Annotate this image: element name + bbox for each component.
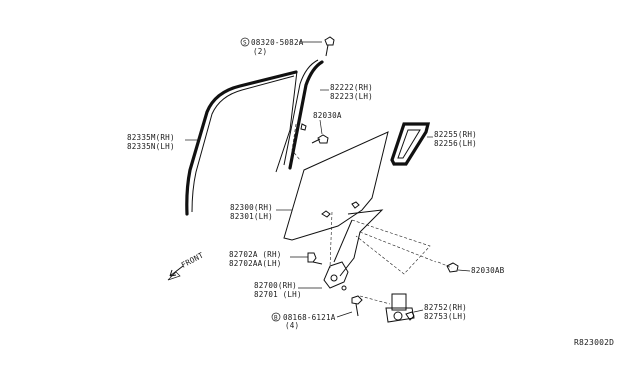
callout-door-glass: 82300(RH) 82301(LH) bbox=[230, 203, 292, 221]
callout-bolt-regulator: 82702A (RH) 82702AA(LH) bbox=[229, 250, 323, 268]
circled-s-icon bbox=[240, 37, 250, 47]
callout-bolt-top: S 08320-5082A (2) bbox=[240, 37, 322, 56]
bolt-top-part bbox=[324, 36, 335, 57]
callout-regulator: 82700(RH) 82701 (LH) bbox=[254, 281, 322, 299]
label-bolt-regulator-lh: 82702AA(LH) bbox=[229, 259, 282, 268]
callout-screw-ab: 82030AB bbox=[446, 262, 505, 275]
regulator-part bbox=[321, 201, 384, 291]
label-bolt-top-qty: (2) bbox=[253, 47, 267, 56]
weatherstrip-part bbox=[185, 70, 298, 216]
door-glass-part bbox=[283, 131, 389, 241]
label-door-glass-rh: 82300(RH) bbox=[230, 203, 273, 212]
label-screw-a: 82030A bbox=[313, 111, 342, 120]
label-screw-ab: 82030AB bbox=[471, 266, 505, 275]
svg-text:S: S bbox=[243, 40, 247, 47]
label-rear-channel-lh: 82223(LH) bbox=[330, 92, 373, 101]
label-bolt-top: 08320-5082A bbox=[251, 38, 304, 47]
label-bolt-bottom: 08168-6121A bbox=[283, 313, 336, 322]
rear-sash-channel-part bbox=[283, 59, 324, 170]
label-door-glass-lh: 82301(LH) bbox=[230, 212, 273, 221]
partition-glass-part bbox=[390, 122, 431, 166]
label-weatherstrip-rh: 82335M(RH) bbox=[127, 133, 175, 142]
label-motor-lh: 82753(LH) bbox=[424, 312, 467, 321]
label-partition-glass-rh: 82255(RH) bbox=[434, 130, 477, 139]
callout-bolt-bottom: B 08168-6121A (4) bbox=[271, 311, 353, 330]
arrow-down-left-icon bbox=[167, 265, 184, 281]
callout-motor: 82752(RH) 82753(LH) bbox=[413, 303, 467, 321]
svg-text:B: B bbox=[274, 315, 278, 322]
diagram-code: R823002D bbox=[574, 338, 614, 347]
label-regulator-lh: 82701 (LH) bbox=[254, 290, 302, 299]
callout-partition-glass: 82255(RH) 82256(LH) bbox=[427, 130, 477, 148]
label-regulator-rh: 82700(RH) bbox=[254, 281, 297, 290]
screw-ab-part bbox=[446, 262, 459, 273]
label-motor-rh: 82752(RH) bbox=[424, 303, 467, 312]
bolt-regulator-part bbox=[307, 252, 317, 263]
screw-a-part bbox=[317, 134, 329, 144]
label-bolt-bottom-qty: (4) bbox=[285, 321, 299, 330]
callout-rear-channel: 82222(RH) 82223(LH) bbox=[320, 83, 373, 101]
regulator-dash-leaders bbox=[329, 211, 453, 275]
callout-weatherstrip: 82335M(RH) 82335N(LH) bbox=[127, 133, 200, 151]
motor-part bbox=[351, 293, 415, 323]
front-indicator: FRONT bbox=[167, 251, 205, 281]
label-front: FRONT bbox=[180, 251, 205, 270]
label-bolt-regulator-rh: 82702A (RH) bbox=[229, 250, 282, 259]
label-rear-channel-rh: 82222(RH) bbox=[330, 83, 373, 92]
label-weatherstrip-lh: 82335N(LH) bbox=[127, 142, 175, 151]
callout-screw-a: 82030A bbox=[311, 111, 342, 144]
circled-b-icon bbox=[271, 312, 281, 322]
label-partition-glass-lh: 82256(LH) bbox=[434, 139, 477, 148]
